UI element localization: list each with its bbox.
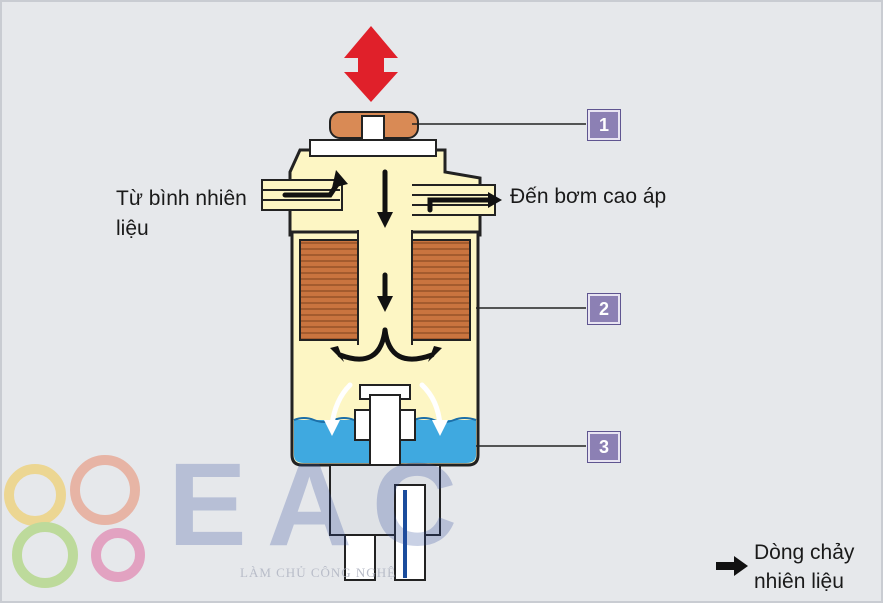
callout-3: 3 bbox=[588, 432, 620, 462]
drain-valve bbox=[329, 384, 441, 581]
callout-1: 1 bbox=[588, 110, 620, 140]
from-tank-label-line1: Từ bình nhiên bbox=[116, 187, 247, 210]
to-pump-label: Đến bơm cao áp bbox=[510, 185, 667, 208]
watermark-tagline: LÀM CHỦ CÔNG NGHỆ bbox=[240, 565, 397, 580]
legend-label-line2: nhiên liệu bbox=[754, 570, 844, 593]
watermark-letters: EAC bbox=[168, 439, 478, 571]
filter-element-left bbox=[299, 239, 359, 341]
watermark-logo bbox=[4, 455, 145, 588]
callout-2: 2 bbox=[588, 294, 620, 324]
leader-lines bbox=[412, 123, 586, 447]
water-flow-arrowheads bbox=[324, 420, 448, 436]
flow-arrowheads bbox=[330, 170, 502, 362]
up-down-red-arrow bbox=[344, 26, 398, 102]
flow-arrows bbox=[282, 169, 493, 362]
filter-element-right bbox=[411, 239, 471, 341]
from-tank-label-line2: liệu bbox=[116, 217, 149, 240]
legend-arrow-icon bbox=[716, 556, 748, 576]
legend-label-line1: Dòng chảy bbox=[754, 541, 855, 564]
